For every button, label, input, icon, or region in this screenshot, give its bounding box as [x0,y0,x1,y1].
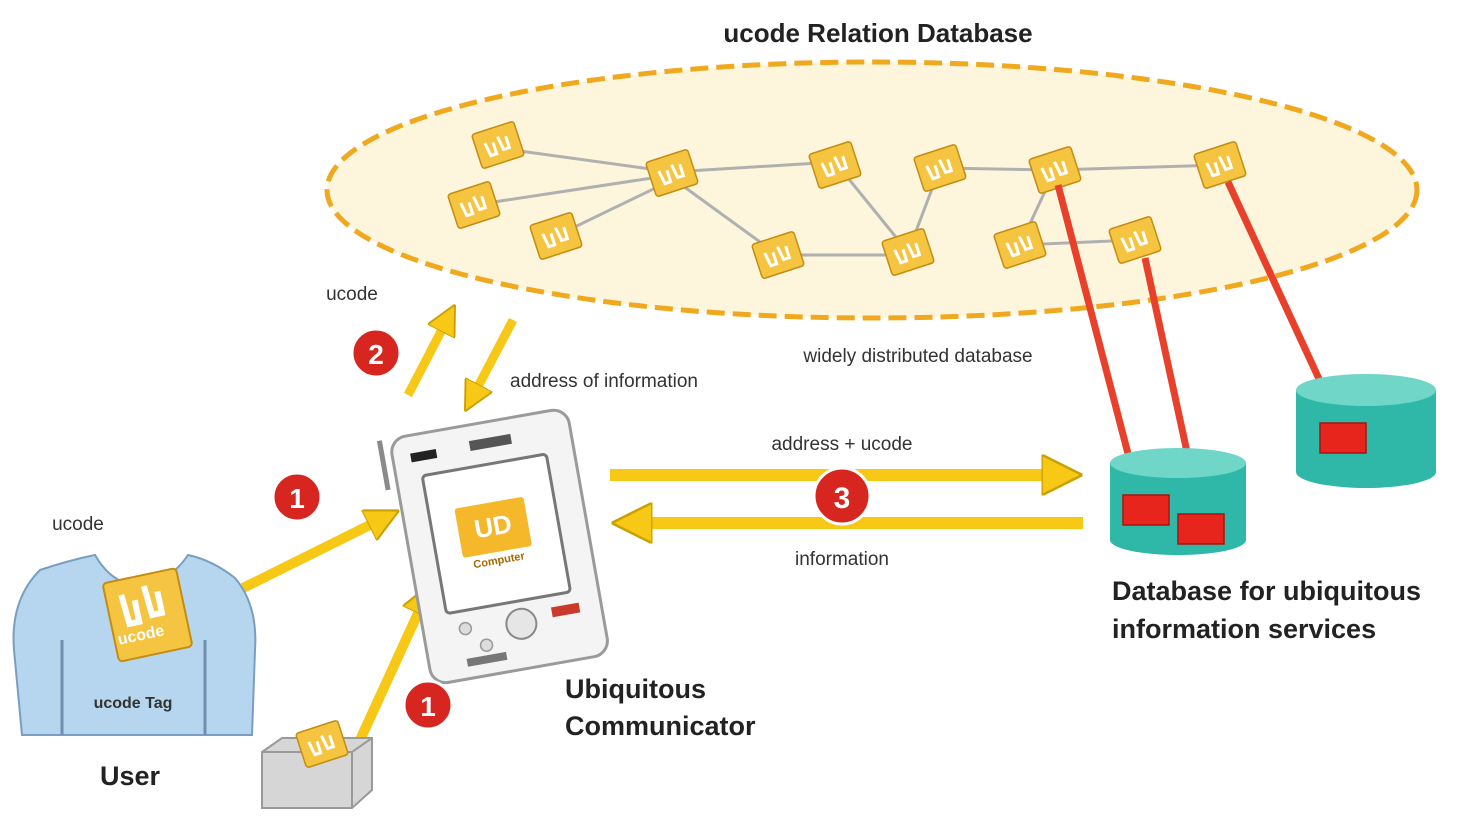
step-badge-1-object: 1 [402,679,454,731]
ucode-request-label: ucode [326,284,378,305]
database-cylinder-main [1110,448,1246,555]
information-label: information [795,549,889,570]
tagged-object-icon [261,718,373,809]
device-logo-icon [454,497,532,558]
address-plus-ucode-label: address + ucode [771,434,912,455]
user-label: User [100,761,161,791]
ubiquitous-communicator-device: UD Computer [376,408,609,685]
ucode-tag-label: ucode Tag [94,695,173,712]
svg-text:3: 3 [834,482,851,515]
device-label-line1: Ubiquitous [565,674,706,704]
step-badge-2: 2 [350,327,402,379]
diagram-title: ucode Relation Database [723,18,1032,48]
svg-text:1: 1 [289,483,305,514]
database-label-line1: Database for ubiquitous [1112,576,1421,606]
device-label-line2: Communicator [565,711,756,741]
svg-text:2: 2 [368,339,384,370]
address-of-information-label: address of information [510,371,698,392]
step2-arrows [404,318,517,398]
svg-text:1: 1 [420,691,436,722]
user-ucode-label: ucode [52,514,104,535]
database-label-line2: information services [1112,614,1376,644]
device-logo-text: UD [472,508,514,544]
ucode-tag-icon: ucode [102,567,193,663]
distributed-database-label: widely distributed database [802,346,1032,367]
step1-arrows [240,518,425,743]
step-badge-3: 3 [812,466,872,526]
step-badge-1-user: 1 [271,471,323,523]
database-cylinder-secondary [1296,374,1436,488]
